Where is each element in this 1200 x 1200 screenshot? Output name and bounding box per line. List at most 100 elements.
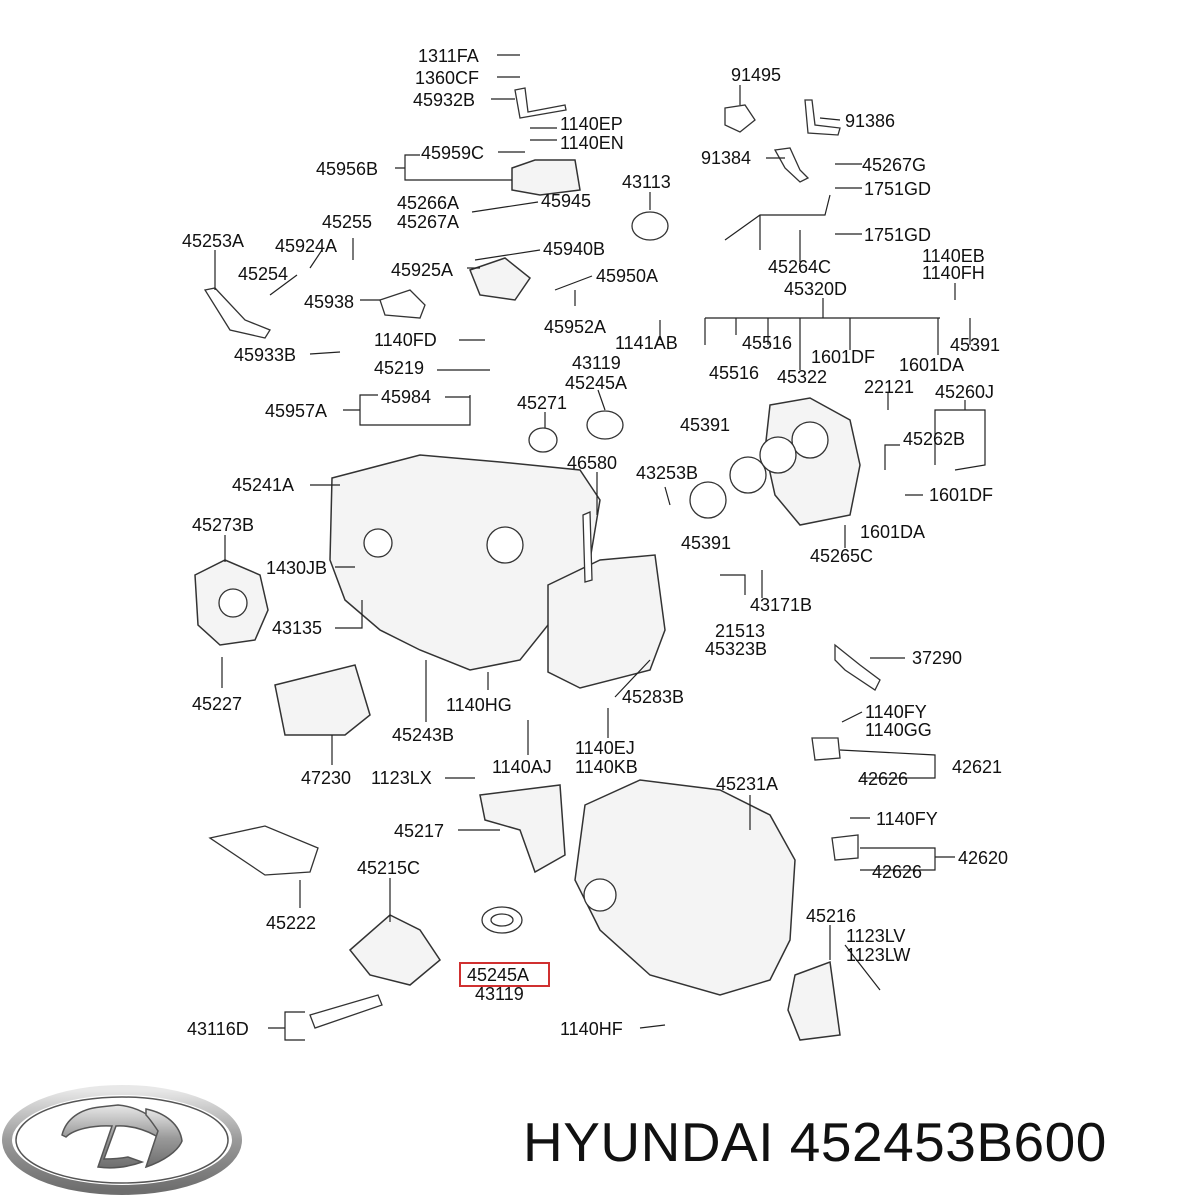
label-1141AB: 1141AB (615, 333, 678, 353)
label-22121: 22121 (864, 377, 914, 397)
label-1140FD: 1140FD (374, 330, 437, 350)
cover-bore (218, 588, 248, 618)
label-45956B: 45956B (316, 159, 378, 179)
label-45255: 45255 (322, 212, 372, 232)
label-45222: 45222 (266, 913, 316, 933)
case-bore (363, 528, 393, 558)
label-45320D: 45320D (784, 279, 847, 299)
label-1140AJ: 1140AJ (492, 757, 552, 777)
hyundai-logo (2, 1085, 242, 1195)
label-21513: 21513 (715, 621, 765, 641)
case-bore-2 (486, 526, 524, 564)
label-37290: 37290 (912, 648, 962, 668)
label-1140EN: 1140EN (560, 133, 624, 153)
label-1601DF-a: 1601DF (811, 347, 875, 367)
converter-housing (574, 779, 796, 996)
label-45243B: 45243B (392, 725, 454, 745)
label-45245A-highlighted: 45245A (467, 965, 529, 985)
label-1751GD-b: 1751GD (864, 225, 931, 245)
label-45924A: 45924A (275, 236, 337, 256)
label-1360CF: 1360CF (415, 68, 479, 88)
lever-45932B (514, 87, 567, 119)
sealant-tube (309, 994, 383, 1029)
label-45950A: 45950A (596, 266, 658, 286)
brand-part-number: HYUNDAI 452453B600 (523, 1111, 1107, 1173)
label-45267G: 45267G (862, 155, 926, 175)
bracket-45216 (787, 960, 841, 1041)
label-1430JB: 1430JB (266, 558, 327, 578)
oring-1 (689, 481, 727, 519)
seal-45271 (528, 427, 558, 453)
label-1123LV: 1123LV (846, 926, 905, 946)
label-43119-lower: 43119 (475, 984, 524, 1004)
label-45265C: 45265C (810, 546, 873, 566)
label-45932B: 45932B (413, 90, 475, 110)
label-43135: 43135 (272, 618, 322, 638)
lever-45933B (203, 287, 271, 339)
label-45260J: 45260J (935, 382, 994, 402)
label-45267A: 45267A (397, 212, 459, 232)
oring-3 (759, 436, 797, 474)
label-42620: 42620 (958, 848, 1008, 868)
label-1140HF: 1140HF (560, 1019, 623, 1039)
label-1140FY-b: 1140FY (876, 809, 938, 829)
bracket-91386 (804, 99, 841, 136)
label-45945: 45945 (541, 191, 591, 211)
part-labels: 1311FA 1360CF 45932B 1140EP 1140EN 45959… (182, 46, 1008, 1039)
label-45984: 45984 (381, 387, 431, 407)
label-45217: 45217 (394, 821, 444, 841)
label-45391-a: 45391 (681, 533, 731, 553)
label-45266A: 45266A (397, 193, 459, 213)
label-42621: 42621 (952, 757, 1002, 777)
label-1601DF-b: 1601DF (929, 485, 993, 505)
label-45933B: 45933B (234, 345, 296, 365)
transaxle-case (329, 454, 601, 671)
label-45215C: 45215C (357, 858, 420, 878)
label-45262B: 45262B (903, 429, 965, 449)
sensor-42621 (811, 737, 841, 761)
label-45925A: 45925A (391, 260, 453, 280)
label-45245A-upper: 45245A (565, 373, 627, 393)
seal-upper (586, 410, 624, 440)
highlight-box (459, 962, 550, 987)
label-43116D: 43116D (187, 1019, 249, 1039)
label-45254: 45254 (238, 264, 288, 284)
label-1140FY-a: 1140FY (865, 702, 927, 722)
bracket-37290 (834, 643, 881, 691)
part-shapes (194, 87, 881, 1041)
label-1140HG: 1140HG (446, 695, 512, 715)
bracket-45222 (208, 825, 319, 876)
label-45322: 45322 (777, 367, 827, 387)
label-45516-a: 45516 (742, 333, 792, 353)
label-42626-a: 42626 (858, 769, 908, 789)
label-43119-upper: 43119 (572, 353, 621, 373)
label-1601DA-b: 1601DA (860, 522, 925, 542)
label-43253B: 43253B (636, 463, 698, 483)
rear-cover-hub (791, 421, 829, 459)
label-45323B: 45323B (705, 639, 767, 659)
label-45241A: 45241A (232, 475, 294, 495)
label-45219: 45219 (374, 358, 424, 378)
label-42626-b: 42626 (872, 862, 922, 882)
label-45952A: 45952A (544, 317, 606, 337)
oil-pan (547, 554, 666, 689)
label-1140EP: 1140EP (560, 114, 623, 134)
label-1123LW: 1123LW (846, 945, 910, 965)
label-45253A: 45253A (182, 231, 244, 251)
label-43113: 43113 (622, 172, 671, 192)
label-45216: 45216 (806, 906, 856, 926)
bracket-45217 (479, 784, 566, 874)
label-46580: 46580 (567, 453, 617, 473)
label-45516-b: 45516 (709, 363, 759, 383)
sensor-42620 (831, 834, 859, 861)
label-45391-c: 45391 (680, 415, 730, 435)
label-45940B: 45940B (543, 239, 605, 259)
label-1140KB: 1140KB (575, 757, 638, 777)
label-45271: 45271 (517, 393, 567, 413)
label-45264C: 45264C (768, 257, 831, 277)
label-1123LX: 1123LX (371, 768, 432, 788)
label-45227: 45227 (192, 694, 242, 714)
label-45391-b: 45391 (950, 335, 1000, 355)
seal-43113 (631, 211, 669, 241)
